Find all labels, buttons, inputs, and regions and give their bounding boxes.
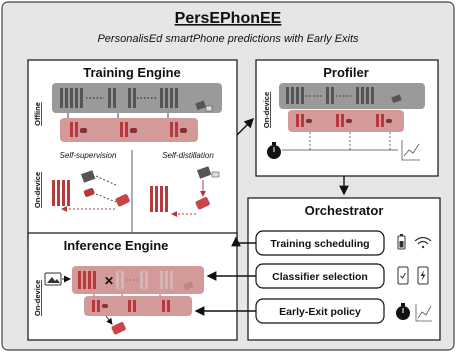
battery-icon xyxy=(397,234,406,250)
wifi-icon xyxy=(414,236,432,249)
self-supervision-diagram xyxy=(52,170,130,212)
inference-exit-classifiers xyxy=(92,300,170,312)
classifier-selection-label: Classifier selection xyxy=(272,271,368,283)
inference-output-arrow xyxy=(105,315,113,325)
inference-exit-icon xyxy=(183,281,194,291)
chart-trend-icon xyxy=(401,140,420,161)
self-distillation-label: Self-distillation xyxy=(162,151,214,160)
self-distillation-diagram xyxy=(150,166,220,217)
inference-engine-panel: Inference Engine On-device ✕ xyxy=(27,232,238,341)
offline-early-exits xyxy=(60,118,198,142)
training-ondevice-label: On-device xyxy=(33,172,42,208)
inference-layers xyxy=(78,271,96,289)
diagram-subtitle: PersonalisEd smartPhone predictions with… xyxy=(97,33,359,45)
self-supervision-label: Self-supervision xyxy=(60,151,117,160)
stopwatch-icon xyxy=(396,303,410,320)
arrow-scheduling-to-training xyxy=(231,236,256,247)
profiler-layers xyxy=(286,87,374,104)
profiler-ondevice-label: On-device xyxy=(262,92,271,128)
phone-check-icon xyxy=(397,266,409,285)
prediction-output-icon xyxy=(111,322,126,335)
profiler-title: Profiler xyxy=(323,65,369,80)
diagram-title: PersEPhonEE xyxy=(175,10,282,27)
profiler-network xyxy=(279,83,425,109)
profiler-exit-classifiers xyxy=(296,114,392,127)
offline-exit-icon xyxy=(195,100,213,112)
early-exit-policy-label: Early-Exit policy xyxy=(279,306,361,318)
stopwatch-icon xyxy=(267,142,281,159)
chart-trend-icon xyxy=(415,304,432,322)
image-input-icon xyxy=(44,272,62,286)
cross-icon: ✕ xyxy=(104,274,114,288)
offline-exit-classifiers xyxy=(70,122,187,137)
inference-ondevice-label: On-device xyxy=(33,280,42,316)
orchestrator-panel: Orchestrator Training scheduling Classif… xyxy=(247,197,441,341)
inference-engine-title: Inference Engine xyxy=(64,238,169,253)
inference-skipped-layers xyxy=(116,271,173,289)
offline-layers xyxy=(60,88,178,108)
training-engine-panel: Training Engine Offline xyxy=(27,59,238,241)
phone-charging-icon xyxy=(417,266,429,285)
arrow-training-to-profiler xyxy=(236,118,254,136)
training-scheduling-label: Training scheduling xyxy=(270,238,369,250)
profiler-panel: Profiler On-device xyxy=(255,59,439,177)
inference-early-exits xyxy=(84,296,192,316)
profiler-exit-icon xyxy=(391,94,402,104)
offline-label: Offline xyxy=(33,102,42,126)
training-engine-title: Training Engine xyxy=(83,65,181,80)
orchestrator-title: Orchestrator xyxy=(305,203,384,218)
